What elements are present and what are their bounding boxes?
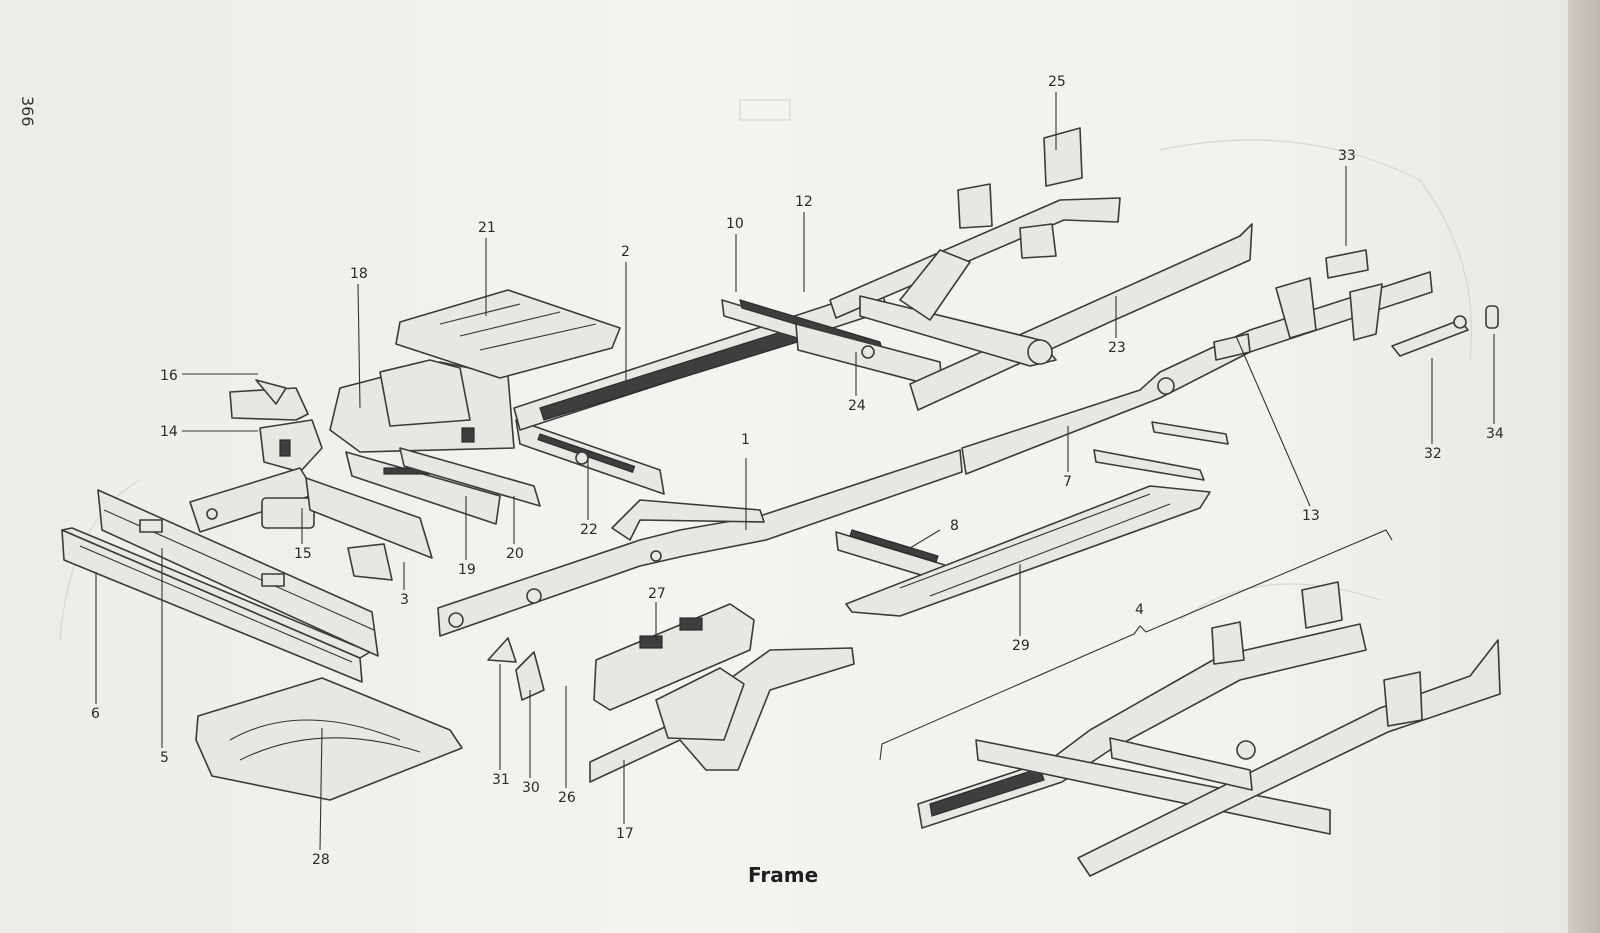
callout-30: 30 <box>522 780 540 796</box>
callout-20: 20 <box>506 546 524 562</box>
callout-5: 5 <box>160 750 169 766</box>
callout-6: 6 <box>91 706 100 722</box>
figure-caption: Frame <box>748 863 818 887</box>
callout-28: 28 <box>312 852 330 868</box>
callout-4: 4 <box>1135 602 1144 618</box>
part-32-arm <box>1391 315 1469 357</box>
part-23-rear-rail <box>859 223 1253 411</box>
callout-18: 18 <box>350 266 368 282</box>
part-25-gusset <box>1043 127 1083 187</box>
callout-1: 1 <box>741 432 750 448</box>
part-1-main-frame <box>437 449 963 637</box>
part-16-bracket <box>229 379 309 421</box>
part-4-assembled-rear-frame <box>917 581 1501 877</box>
part-34-bushing <box>1485 305 1499 329</box>
callout-32: 32 <box>1424 446 1442 462</box>
callout-16: 16 <box>160 368 178 384</box>
part-14-bracket <box>259 419 323 473</box>
callout-8: 8 <box>950 518 959 534</box>
part-20-member <box>399 447 541 507</box>
callout-24: 24 <box>848 398 866 414</box>
callout-33: 33 <box>1338 148 1356 164</box>
callout-23: 23 <box>1108 340 1126 356</box>
callout-7: 7 <box>1063 474 1072 490</box>
callout-14: 14 <box>160 424 178 440</box>
callout-15: 15 <box>294 546 312 562</box>
part-17-wheel-arch <box>589 647 855 783</box>
part-27-rear-panel <box>593 603 755 711</box>
part-28-skid-plate <box>195 677 463 801</box>
part-7-rail-extension <box>961 271 1433 475</box>
part-6-front-crossmember <box>61 527 371 683</box>
page-edge <box>1568 0 1600 933</box>
part-5-front-bumper <box>97 489 379 657</box>
callout-25: 25 <box>1048 74 1066 90</box>
callout-26: 26 <box>558 790 576 806</box>
leader-lines <box>95 92 1495 851</box>
callout-34: 34 <box>1486 426 1504 442</box>
callout-10: 10 <box>726 216 744 232</box>
callout-21: 21 <box>478 220 496 236</box>
callout-3: 3 <box>400 592 409 608</box>
callout-27: 27 <box>648 586 666 602</box>
assembly-bracket <box>879 529 1393 761</box>
callout-17: 17 <box>616 826 634 842</box>
part-12-rear-frame-upper <box>829 183 1121 319</box>
bleed-through <box>59 99 1473 641</box>
part-rear-strip-a <box>1093 449 1205 481</box>
part-33-plate <box>1325 249 1369 279</box>
callout-22: 22 <box>580 522 598 538</box>
part-3-member <box>305 477 433 581</box>
part-22-crossmember <box>515 419 665 495</box>
callout-19: 19 <box>458 562 476 578</box>
callout-31: 31 <box>492 772 510 788</box>
callout-numbers: 1 2 3 4 5 6 7 8 10 12 13 14 15 16 17 18 … <box>91 74 1504 868</box>
callout-29: 29 <box>1012 638 1030 654</box>
part-29-floor-pan <box>845 485 1211 617</box>
part-31-plate <box>487 637 517 663</box>
part-21-platform <box>395 289 621 379</box>
callout-12: 12 <box>795 194 813 210</box>
part-18-bulkhead <box>329 359 515 453</box>
callout-2: 2 <box>621 244 630 260</box>
callout-13: 13 <box>1302 508 1320 524</box>
page-number: 366 <box>18 96 37 127</box>
part-15-front-stub <box>189 467 317 533</box>
parts <box>61 127 1501 877</box>
part-rear-strip-b <box>1151 421 1229 445</box>
part-30-bracket <box>515 651 545 701</box>
